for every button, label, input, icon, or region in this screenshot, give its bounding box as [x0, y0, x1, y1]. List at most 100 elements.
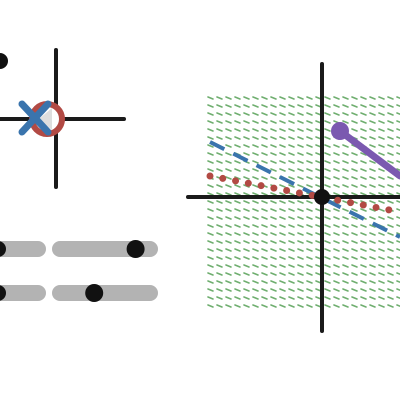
field-arrow [324, 104, 331, 108]
field-arrow [387, 144, 394, 148]
field-arrow [306, 240, 313, 244]
field-arrow [306, 216, 313, 220]
corner-point[interactable] [0, 53, 8, 69]
field-arrow [270, 96, 277, 100]
field-arrow [216, 128, 223, 132]
slider-knob[interactable] [126, 240, 145, 258]
field-arrow [207, 120, 214, 124]
field-arrow [243, 120, 250, 124]
field-arrow [333, 168, 340, 172]
field-arrow [369, 224, 376, 228]
field-arrow [234, 288, 241, 292]
field-arrow [351, 152, 358, 156]
field-arrow [234, 272, 241, 276]
field-arrow [387, 296, 394, 300]
field-arrow [324, 280, 331, 284]
field-arrow [225, 152, 232, 156]
field-arrow [207, 104, 214, 108]
field-arrow [225, 232, 232, 236]
field-arrow [387, 304, 394, 308]
field-arrow [378, 112, 385, 116]
field-arrow [261, 224, 268, 228]
field-arrow [270, 288, 277, 292]
field-arrow [306, 144, 313, 148]
field-arrow [270, 128, 277, 132]
field-arrow [288, 248, 295, 252]
field-arrow [288, 104, 295, 108]
field-arrow [324, 224, 331, 228]
slider-short-knob[interactable] [0, 285, 6, 301]
field-arrow [252, 248, 259, 252]
field-arrow [207, 232, 214, 236]
field-arrow [387, 192, 394, 196]
field-arrow [252, 144, 259, 148]
field-arrow [342, 272, 349, 276]
solid-purple-line [336, 127, 400, 180]
field-arrow [270, 192, 277, 196]
field-arrow [351, 256, 358, 260]
field-arrow [279, 272, 286, 276]
field-arrow [225, 256, 232, 260]
field-arrow [297, 280, 304, 284]
field-arrow [333, 216, 340, 220]
field-arrow [288, 272, 295, 276]
field-arrow [207, 168, 214, 172]
field-arrow [297, 200, 304, 204]
field-arrow [378, 144, 385, 148]
field-arrow [279, 240, 286, 244]
field-arrow [270, 256, 277, 260]
field-arrow [279, 112, 286, 116]
field-arrow [297, 96, 304, 100]
field-arrow [234, 160, 241, 164]
field-arrow [297, 128, 304, 132]
field-arrow [369, 240, 376, 244]
field-arrow [252, 128, 259, 132]
field-arrow [324, 208, 331, 212]
field-arrow [216, 256, 223, 260]
field-arrow [243, 208, 250, 212]
slider-short-knob[interactable] [0, 241, 6, 257]
field-arrow [243, 168, 250, 172]
field-arrow [225, 176, 232, 180]
angle-marker[interactable] [18, 100, 65, 137]
field-arrow [243, 112, 250, 116]
field-arrow [369, 128, 376, 132]
field-arrow [225, 96, 232, 100]
slider-knob[interactable] [85, 284, 104, 302]
field-arrow [252, 96, 259, 100]
field-arrow [207, 264, 214, 268]
field-arrow [243, 256, 250, 260]
field-arrow [234, 128, 241, 132]
field-arrow [207, 296, 214, 300]
field-arrow [288, 240, 295, 244]
field-arrow [351, 208, 358, 212]
field-arrow [306, 208, 313, 212]
field-arrow [342, 288, 349, 292]
field-arrow [297, 136, 304, 140]
field-arrow [342, 112, 349, 116]
dashed-blue-line [209, 140, 400, 239]
field-arrow [360, 272, 367, 276]
field-arrow [279, 192, 286, 196]
field-arrow [369, 176, 376, 180]
field-arrow [261, 296, 268, 300]
field-arrow [297, 152, 304, 156]
field-arrow [270, 152, 277, 156]
field-arrow [333, 160, 340, 164]
field-arrow [234, 168, 241, 172]
field-arrow [279, 232, 286, 236]
field-arrow [333, 264, 340, 268]
field-arrow [369, 248, 376, 252]
field-arrow [279, 288, 286, 292]
field-arrow [369, 296, 376, 300]
field-arrow [216, 112, 223, 116]
field-arrow [207, 224, 214, 228]
origin-point[interactable] [314, 189, 330, 205]
field-arrow [207, 240, 214, 244]
purple-handle[interactable] [331, 122, 349, 140]
field-arrow [252, 192, 259, 196]
field-arrow [387, 128, 394, 132]
field-arrow [378, 288, 385, 292]
field-arrow [270, 208, 277, 212]
field-arrow [279, 296, 286, 300]
